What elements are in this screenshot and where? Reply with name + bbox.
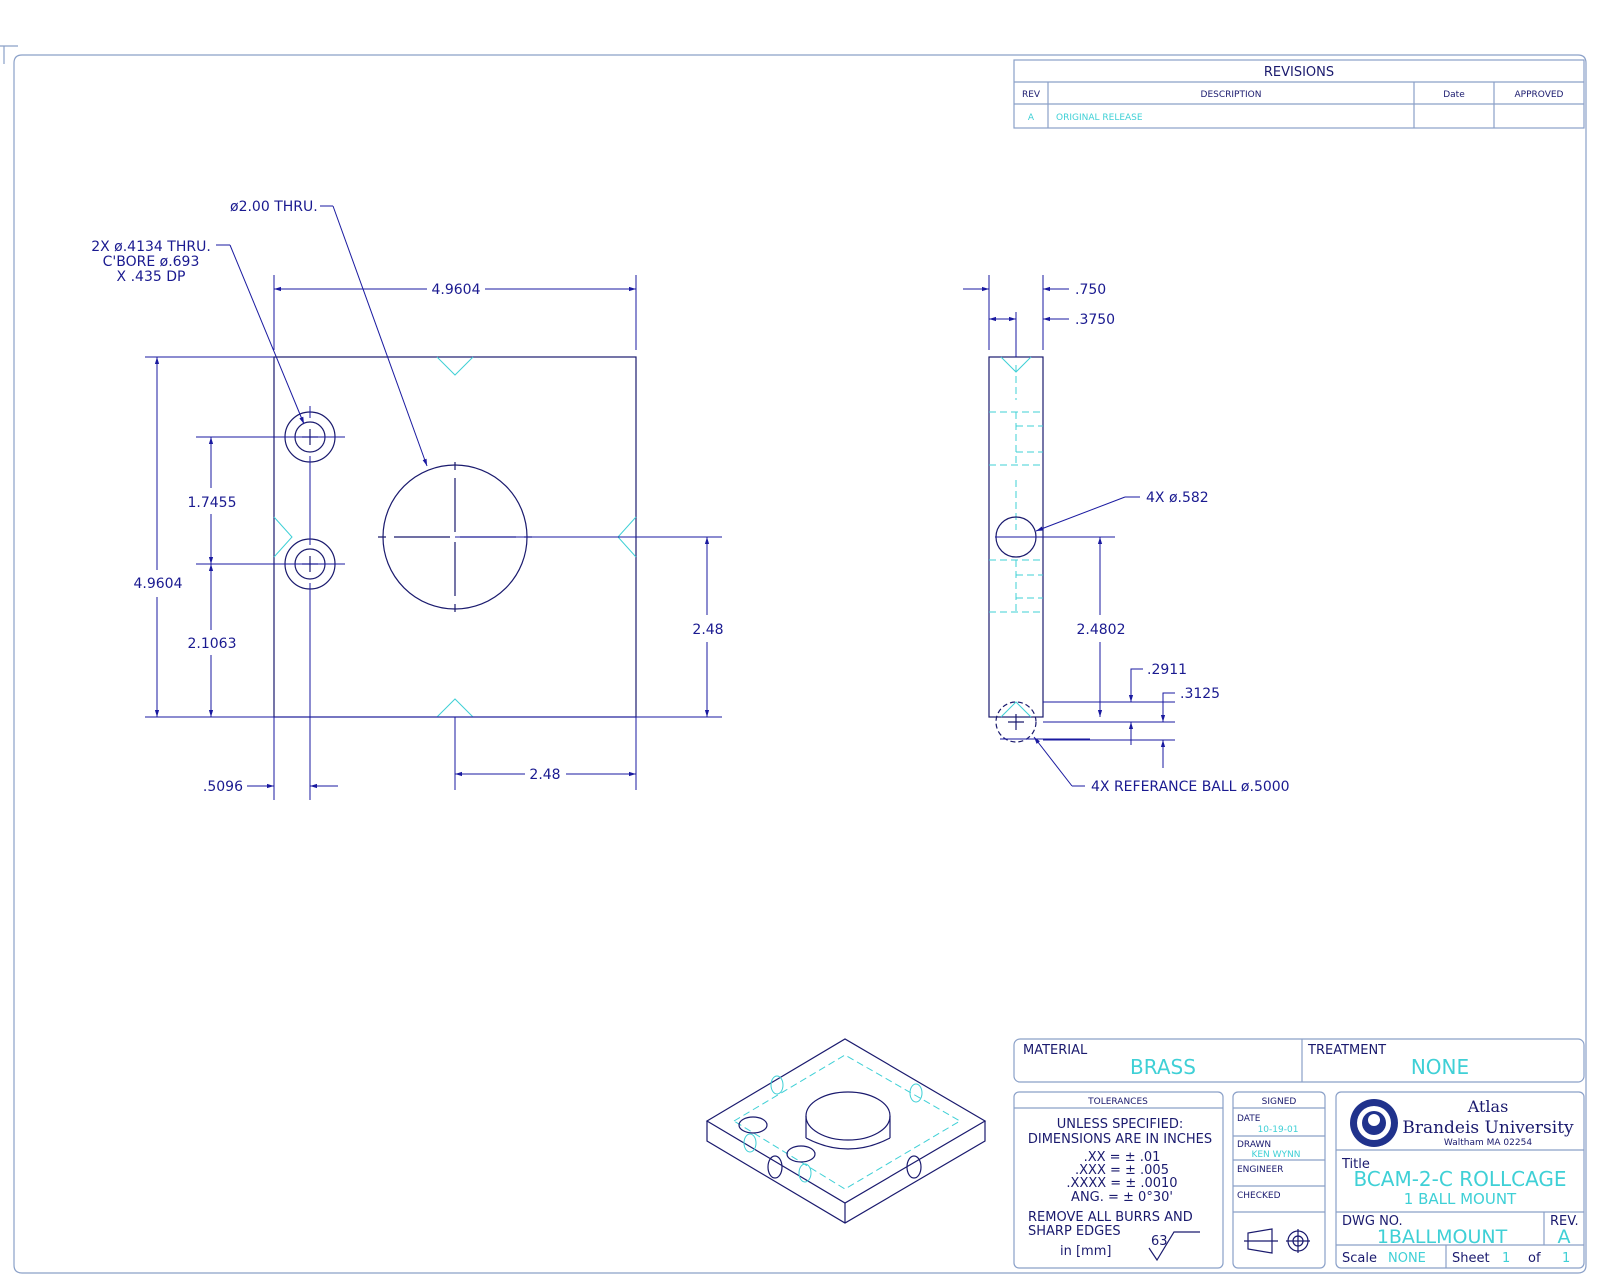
surface-finish-value: 63 <box>1151 1234 1168 1249</box>
of-label: of <box>1528 1251 1541 1266</box>
tolerance-line-2: DIMENSIONS ARE IN INCHES <box>1028 1132 1212 1147</box>
callout-thru: ø2.00 THRU. <box>230 199 318 215</box>
callout-cbore-line1: 2X ø.4134 THRU. <box>91 239 211 255</box>
date-label: DATE <box>1237 1114 1261 1124</box>
date-value: 10-19-01 <box>1258 1125 1299 1135</box>
dim-center-bottom: 2.48 <box>529 767 560 783</box>
material-value: BRASS <box>1130 1055 1196 1079</box>
dim-center-right: 2.48 <box>692 622 723 638</box>
org-name: Brandeis University <box>1402 1118 1574 1138</box>
material-label: MATERIAL <box>1023 1043 1088 1058</box>
revisions-col-approved: APPROVED <box>1515 90 1564 100</box>
callout-side-holes: 4X ø.582 <box>1146 490 1209 506</box>
dim-hole-edge: .5096 <box>203 779 243 795</box>
title-line-2: 1 BALL MOUNT <box>1404 1190 1517 1208</box>
sheet-value: 1 <box>1502 1251 1510 1266</box>
revisions-col-rev: REV <box>1022 90 1041 100</box>
dim-width-top: 4.9604 <box>432 282 481 298</box>
tolerance-line-3: .XX = ± .01 <box>1084 1150 1161 1165</box>
treatment-value: NONE <box>1411 1055 1469 1079</box>
burr-line-1: REMOVE ALL BURRS AND <box>1028 1210 1193 1225</box>
university-seal <box>1350 1099 1398 1147</box>
sheet-corner-mark <box>0 45 18 64</box>
title-label: Title <box>1341 1157 1370 1172</box>
dim-ball-a: .2911 <box>1147 662 1187 678</box>
tolerance-line-4: .XXX = ± .005 <box>1075 1163 1169 1178</box>
dim-thickness: .750 <box>1075 282 1106 298</box>
checked-label: CHECKED <box>1237 1191 1281 1201</box>
of-value: 1 <box>1562 1251 1570 1266</box>
iso-bore <box>805 1091 891 1141</box>
sheet-label: Sheet <box>1452 1251 1490 1266</box>
title-block: MATERIAL BRASS TREATMENT NONE TOLERANCES… <box>1013 1038 1585 1269</box>
dim-half: .3750 <box>1075 312 1115 328</box>
callout-ball: 4X REFERANCE BALL ø.5000 <box>1091 779 1290 795</box>
drawn-value: KEN WYNN <box>1251 1150 1300 1160</box>
burr-line-2: SHARP EDGES <box>1028 1224 1121 1239</box>
revisions-row-rev: A <box>1028 113 1035 123</box>
front-view: 4.9604 4.9604 1.7455 2.1063 2.48 2.48 .5… <box>91 199 724 800</box>
projection-symbol <box>1244 1228 1310 1254</box>
title-line-1: BCAM-2-C ROLLCAGE <box>1353 1167 1566 1191</box>
sheet-border <box>13 54 1587 1274</box>
isometric-view <box>705 1038 987 1224</box>
reference-ball <box>995 701 1037 743</box>
treatment-label: TREATMENT <box>1307 1043 1386 1058</box>
rev-label: REV. <box>1550 1214 1579 1229</box>
scale-value: NONE <box>1388 1251 1426 1266</box>
tolerances-heading: TOLERANCES <box>1087 1097 1148 1107</box>
revisions-row-description: ORIGINAL RELEASE <box>1056 113 1143 123</box>
engineer-label: ENGINEER <box>1237 1165 1283 1175</box>
dim-hole-bottom: 2.1063 <box>188 636 237 652</box>
dwg-label: DWG NO. <box>1342 1214 1403 1229</box>
revisions-heading: REVISIONS <box>1264 65 1334 80</box>
revisions-col-date: Date <box>1443 90 1465 100</box>
dim-hole-height: 2.4802 <box>1077 622 1126 638</box>
dim-hole-spacing: 1.7455 <box>188 495 237 511</box>
scale-label: Scale <box>1342 1251 1377 1266</box>
tolerance-line-6: ANG. = ± 0°30' <box>1071 1190 1173 1205</box>
signed-heading: SIGNED <box>1262 1097 1297 1107</box>
org-top: Atlas <box>1467 1097 1509 1116</box>
callout-cbore-line2: C'BORE ø.693 <box>103 254 200 270</box>
revisions-table: REVISIONS REV DESCRIPTION Date APPROVED … <box>1013 59 1585 129</box>
side-view: .750 .3750 4X ø.582 2.4802 .2911 .3125 4… <box>963 275 1290 795</box>
dim-height-left: 4.9604 <box>134 576 183 592</box>
org-address: Waltham MA 02254 <box>1444 1138 1532 1148</box>
rev-value: A <box>1558 1226 1571 1248</box>
tolerance-line-1: UNLESS SPECIFIED: <box>1057 1117 1183 1132</box>
tolerance-line-5: .XXXX = ± .0010 <box>1066 1176 1177 1191</box>
surface-finish-symbol <box>1148 1231 1200 1262</box>
dim-ball-b: .3125 <box>1180 686 1220 702</box>
drawn-label: DRAWN <box>1237 1140 1271 1150</box>
units-note: in [mm] <box>1060 1244 1111 1259</box>
callout-cbore-line3: X .435 DP <box>117 269 186 285</box>
revisions-col-description: DESCRIPTION <box>1201 90 1262 100</box>
dwg-value: 1BALLMOUNT <box>1377 1226 1508 1248</box>
